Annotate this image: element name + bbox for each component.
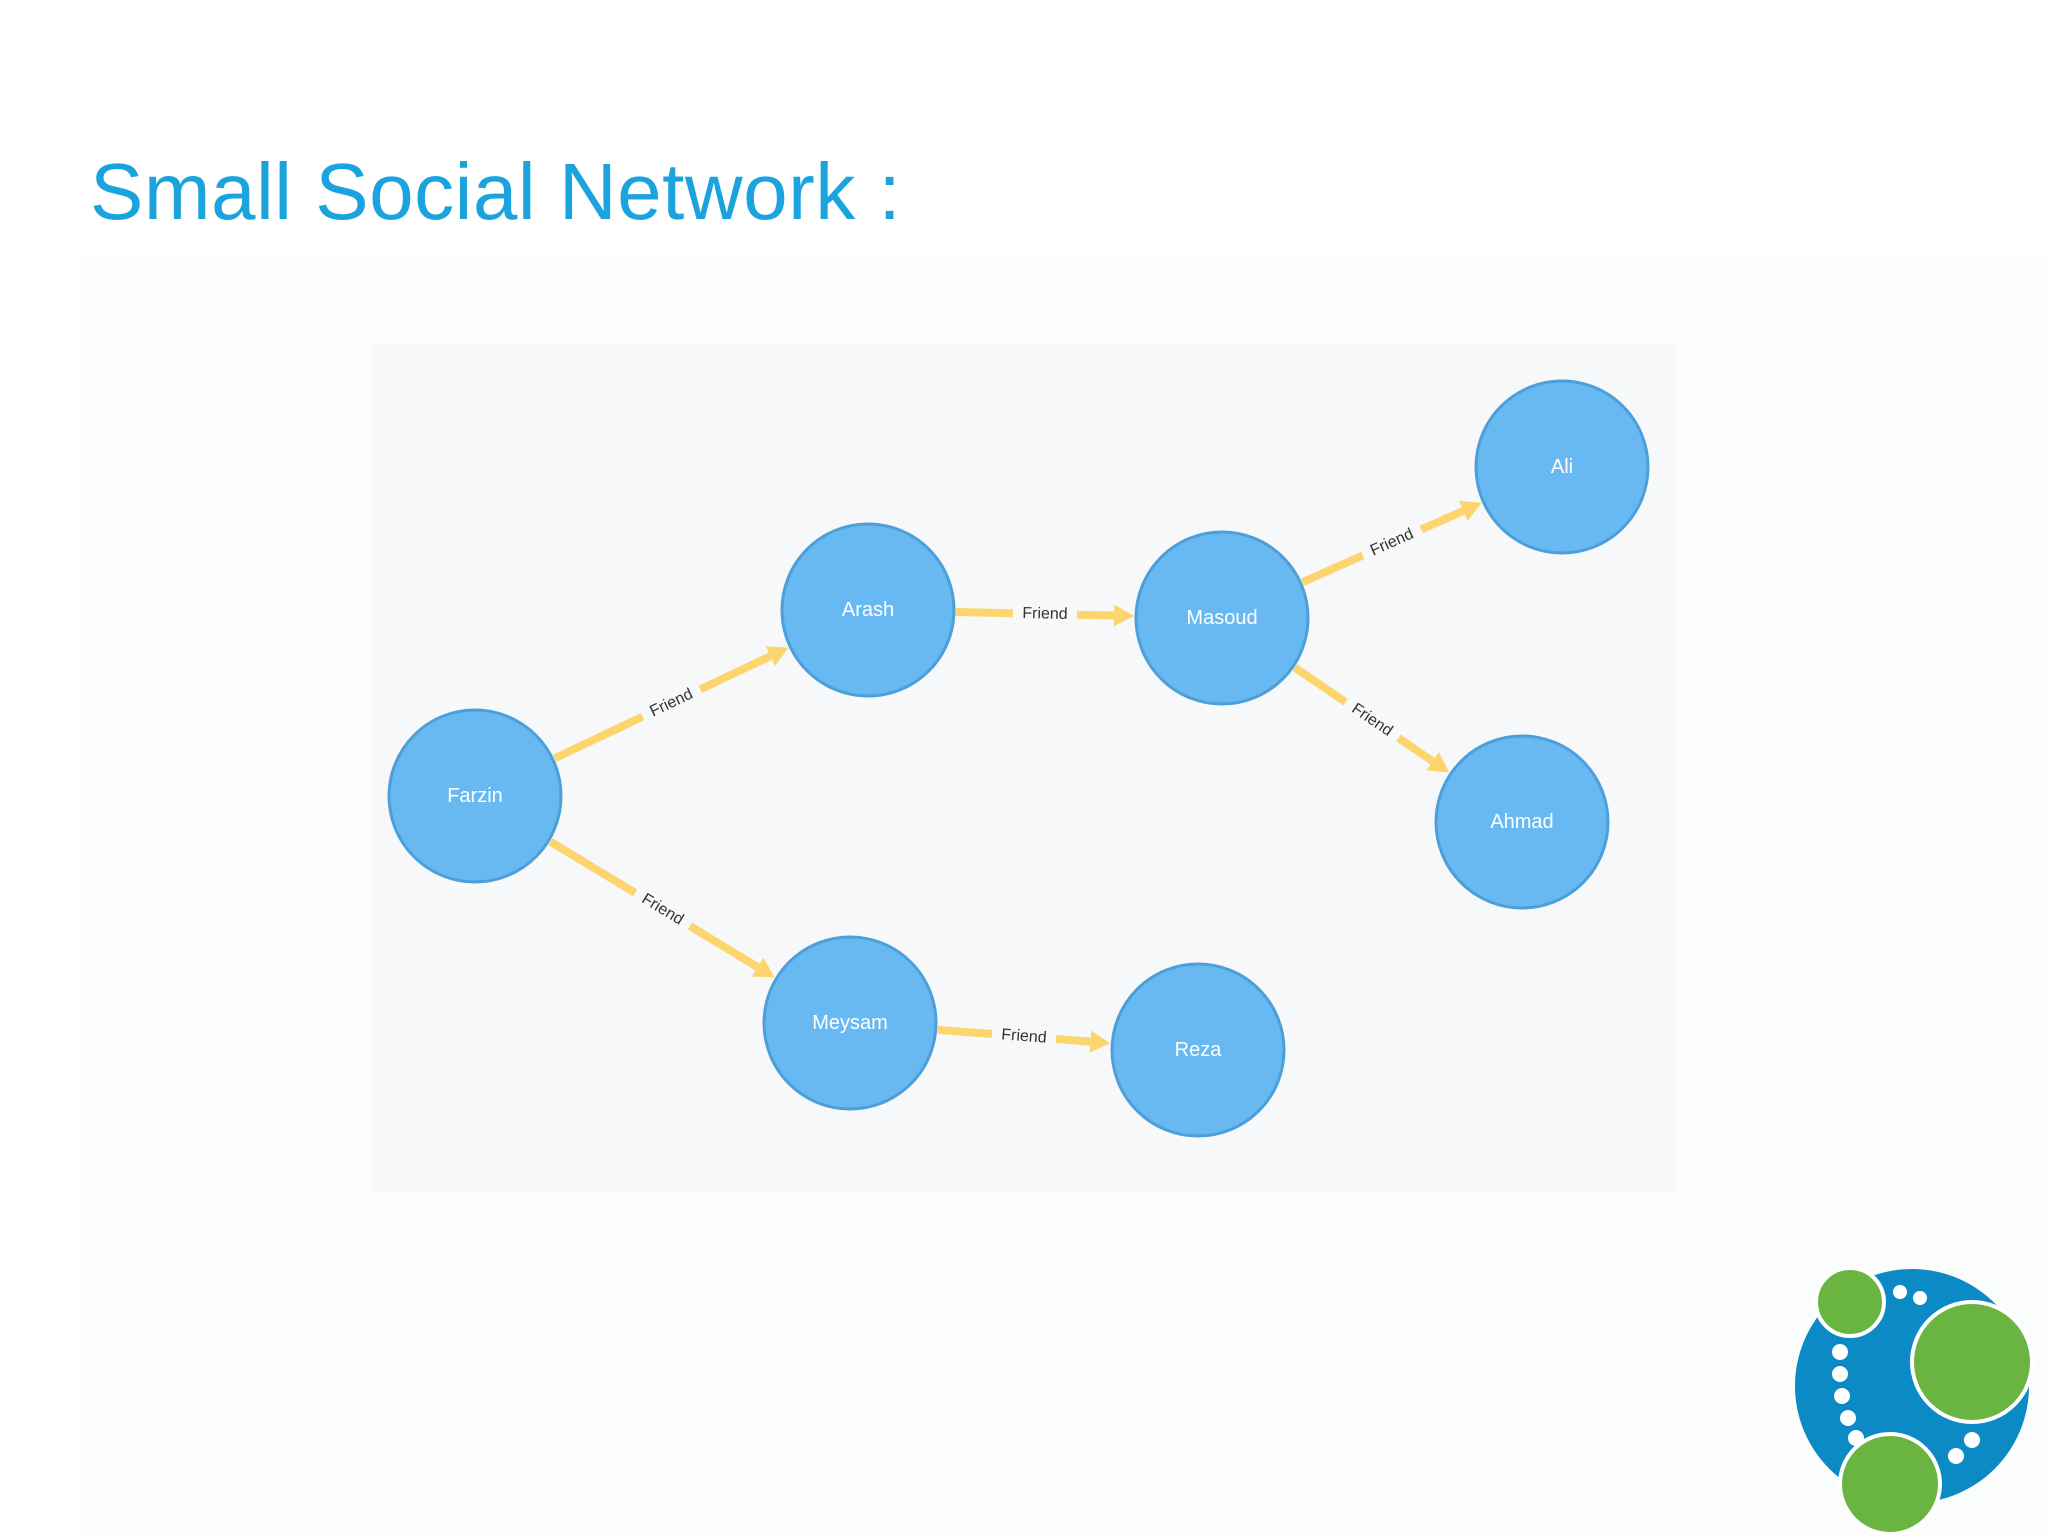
edge-label: Friend — [1348, 700, 1395, 740]
node-ahmad[interactable]: Ahmad — [1434, 734, 1610, 910]
arrowhead — [1458, 500, 1482, 521]
arrowhead — [1113, 604, 1135, 627]
edge-line — [552, 713, 645, 762]
edge-label: Friend — [647, 686, 695, 721]
edge-line — [1300, 551, 1365, 586]
edge-label: Friend — [1001, 1026, 1048, 1046]
node-circle[interactable] — [762, 935, 938, 1111]
edge-line — [955, 607, 1014, 618]
edge-label: Friend — [1022, 605, 1068, 623]
node-label: Ali — [1551, 456, 1573, 478]
edge-line — [698, 652, 773, 693]
edge-meysam-reza: Friend — [937, 1025, 1111, 1053]
edge-masoud-ahmad: Friend — [1292, 664, 1450, 773]
edge-farzin-meysam: Friend — [548, 838, 775, 978]
edge-label: Friend — [639, 890, 687, 928]
arrowhead — [1426, 752, 1450, 773]
node-circle[interactable] — [780, 522, 956, 698]
arrowhead — [1089, 1030, 1111, 1053]
edge-line — [1396, 734, 1435, 765]
edge-line — [687, 922, 760, 971]
node-circle[interactable] — [1134, 530, 1310, 706]
node-reza[interactable]: Reza — [1110, 962, 1286, 1138]
edge-label: Friend — [1368, 526, 1416, 560]
edge-line — [937, 1025, 993, 1039]
node-farzin[interactable]: Farzin — [387, 708, 563, 884]
edge-line — [1292, 664, 1348, 706]
node-circle[interactable] — [1474, 379, 1650, 555]
node-label: Meysam — [812, 1012, 888, 1034]
arrowhead — [765, 646, 789, 667]
neo4j-logo-icon — [1795, 1266, 2034, 1536]
node-circle[interactable] — [387, 708, 563, 884]
edge-line — [1055, 1034, 1091, 1046]
edge-arash-masoud: Friend — [955, 604, 1135, 627]
edge-line — [1419, 507, 1465, 534]
slide-title: Small Social Network : — [90, 147, 902, 236]
node-label: Ahmad — [1490, 811, 1553, 833]
node-circle[interactable] — [1110, 962, 1286, 1138]
node-label: Arash — [842, 599, 894, 621]
arrowhead — [751, 957, 775, 978]
node-circle[interactable] — [1434, 734, 1610, 910]
node-arash[interactable]: Arash — [780, 522, 956, 698]
edge-farzin-arash: Friend — [552, 646, 789, 762]
edge-masoud-ali: Friend — [1300, 500, 1482, 586]
node-label: Masoud — [1186, 607, 1257, 629]
edge-line — [548, 838, 638, 897]
node-ali[interactable]: Ali — [1474, 379, 1650, 555]
node-label: Farzin — [447, 785, 503, 807]
node-meysam[interactable]: Meysam — [762, 935, 938, 1111]
edge-line — [1076, 610, 1115, 620]
node-masoud[interactable]: Masoud — [1134, 530, 1310, 706]
node-label: Reza — [1175, 1039, 1223, 1061]
